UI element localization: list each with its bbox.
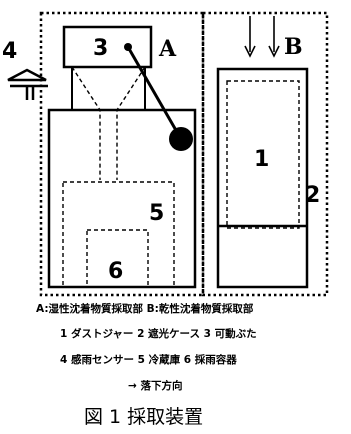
light-shield-case — [216, 67, 309, 289]
funnel — [71, 66, 146, 180]
label-6: 6 — [108, 259, 123, 284]
wet-collector-body — [47, 108, 197, 289]
dust-jar — [226, 80, 300, 229]
label-4: 4 — [2, 39, 17, 64]
funnel-housing — [71, 66, 146, 111]
legend-line-1: A:湿性沈着物質採取部 B:乾性沈着物質採取部 — [36, 302, 254, 315]
label-5: 5 — [149, 201, 164, 226]
lid-counterweight — [169, 127, 193, 151]
lid-arm — [126, 46, 183, 140]
section-b-boundary — [201, 11, 329, 297]
figure-caption: 図 1 採取装置 — [84, 406, 203, 428]
rain-container — [86, 229, 149, 288]
rain-sensor — [7, 68, 48, 100]
wet-collector — [47, 25, 197, 289]
dry-collector — [216, 67, 309, 289]
lid-pivot — [124, 43, 132, 51]
label-A: A — [158, 36, 177, 62]
rain-sensor-cap — [7, 68, 47, 82]
refrigerator — [62, 181, 175, 288]
label-B: B — [284, 34, 303, 60]
legend-line-2: 1 ダストジャー 2 遮光ケース 3 可動ぶた — [60, 327, 257, 340]
label-2: 2 — [305, 183, 320, 208]
label-3: 3 — [93, 36, 108, 61]
label-1: 1 — [254, 147, 269, 172]
section-a-boundary — [39, 11, 205, 297]
legend-line-3: 4 感雨センサー 5 冷蔵庫 6 採雨容器 — [60, 353, 237, 366]
legend-line-4: → 落下方向 — [128, 379, 182, 392]
fall-direction-arrows — [244, 16, 280, 58]
movable-lid — [62, 25, 153, 69]
